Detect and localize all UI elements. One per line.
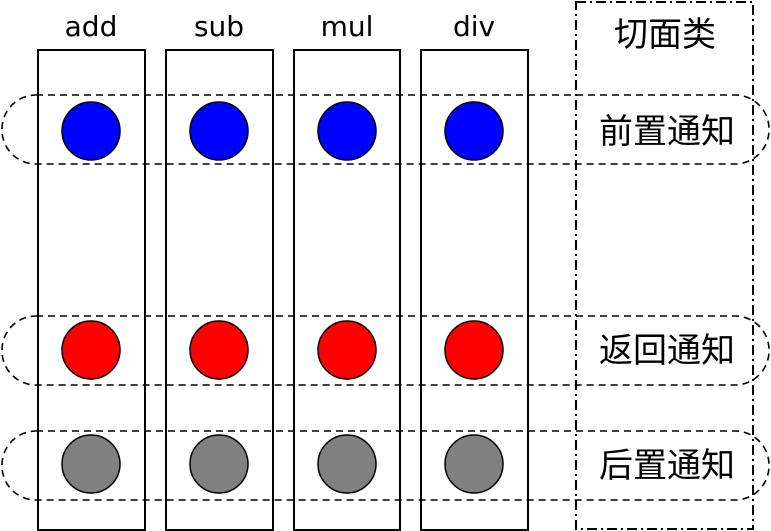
after-returning-advice-dot [61,320,121,380]
advice-band-after: 后置通知 [1,430,770,501]
after-advice-dot [444,434,504,494]
after-advice-dot [317,434,377,494]
method-labels: add sub mul div [65,10,495,43]
after-returning-advice-dot [444,320,504,380]
method-label: sub [194,10,244,43]
advice-band-outline [1,430,770,501]
advice-label: 后置通知 [599,446,735,486]
advice-band-before: 前置通知 [1,94,770,165]
aspect-class-title: 切面类 [614,15,716,55]
before-advice-dot [317,101,377,161]
method-label: add [65,10,118,43]
method-label: div [453,10,495,43]
method-column-mul [293,49,401,531]
advice-band-after-returning: 返回通知 [1,315,770,386]
before-advice-dot [444,101,504,161]
advice-band-outline [1,94,770,165]
advice-band-outline [1,315,770,386]
method-label: mul [321,10,374,43]
before-advice-dot [61,101,121,161]
aspect-class-box [575,1,754,530]
advice-label: 返回通知 [599,331,735,371]
method-columns [37,49,529,531]
method-column-sub [165,49,274,531]
method-column-div [420,49,529,531]
before-advice-dot [189,101,249,161]
after-returning-advice-dot [317,320,377,380]
method-column-add [37,49,146,531]
advice-label: 前置通知 [599,112,735,152]
after-advice-dot [189,434,249,494]
after-returning-advice-dot [189,320,249,380]
after-advice-dot [61,434,121,494]
